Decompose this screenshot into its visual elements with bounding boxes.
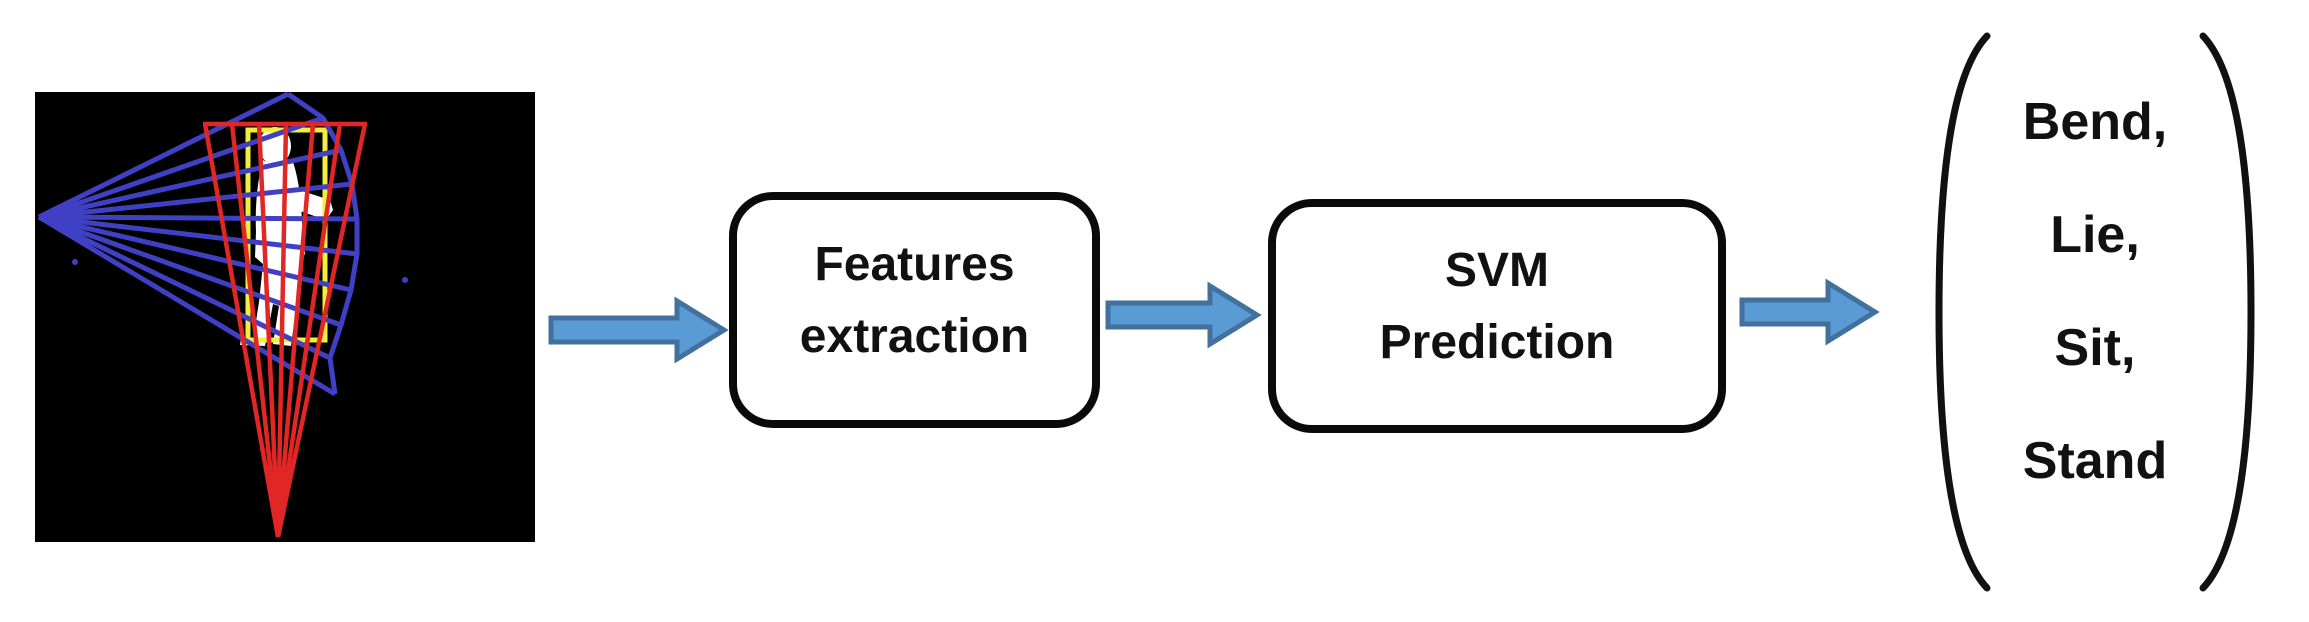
arrow-shape <box>1105 281 1262 349</box>
flow-arrow-1 <box>548 296 729 364</box>
box-label-line-1: Features <box>814 238 1015 291</box>
output-classes-group: Bend, Lie, Sit, Stand <box>1925 38 2265 586</box>
arrow-shape <box>548 296 729 364</box>
right-parenthesis <box>2199 32 2255 592</box>
input-silhouette-image <box>35 92 535 542</box>
flow-arrow-3 <box>1739 278 1880 346</box>
box-label: Features extraction <box>800 229 1029 373</box>
output-class-lie: Lie, <box>2050 206 2140 264</box>
svm-prediction-box: SVM Prediction <box>1268 199 1726 433</box>
silhouette-figure <box>35 92 535 542</box>
box-label-line-2: Prediction <box>1379 316 1615 369</box>
box-label-line-1: SVM <box>1444 244 1549 297</box>
left-parenthesis <box>1935 32 1991 592</box>
box-label-line-2: extraction <box>799 310 1030 363</box>
features-extraction-box: Features extraction <box>729 192 1100 428</box>
output-class-bend: Bend, <box>2022 93 2168 151</box>
bottom-fan-lines <box>202 121 368 538</box>
flow-arrow-2 <box>1105 281 1262 349</box>
output-class-sit: Sit, <box>2054 319 2136 377</box>
output-class-stand: Stand <box>2022 432 2168 490</box>
arrow-shape <box>1739 278 1880 346</box>
box-label: SVM Prediction <box>1380 235 1615 379</box>
